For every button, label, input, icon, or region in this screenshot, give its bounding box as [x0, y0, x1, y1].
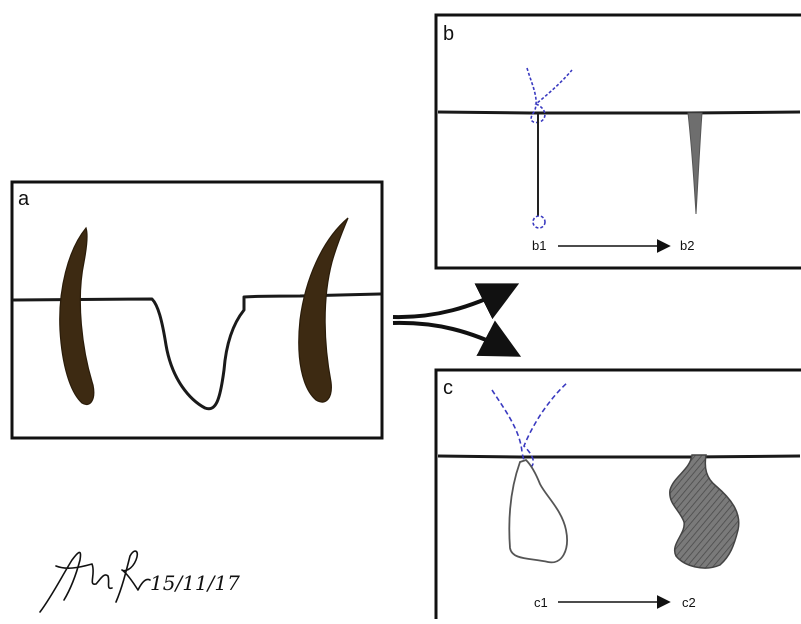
- panel-c-step-start: c1: [534, 595, 548, 610]
- panel-c-wound-c1: [508, 458, 568, 564]
- arrow-to-panel-b: [392, 283, 520, 320]
- panel-b-step-start: b1: [532, 238, 546, 253]
- panel-a: a: [10, 180, 384, 440]
- panel-a-hair-right: [298, 217, 349, 403]
- panel-b-label: b: [443, 23, 454, 45]
- signature: 15/11/17: [39, 550, 240, 613]
- panel-a-label: a: [18, 188, 30, 210]
- signature-date: 15/11/17: [150, 571, 240, 595]
- panel-c-label: c: [443, 377, 453, 399]
- panel-a-hair-left: [59, 226, 95, 406]
- panel-c: c c1 c2: [434, 368, 801, 624]
- panel-b-step-end: b2: [680, 238, 694, 253]
- arrow-to-panel-c: [392, 320, 522, 357]
- panel-a-skin-line: [12, 292, 382, 411]
- panel-b-suture-knot: [532, 215, 546, 229]
- signature-scribble: [39, 550, 151, 613]
- panel-b-skin-line: [437, 110, 801, 115]
- panel-b-frame: [434, 13, 801, 270]
- panel-b-scar-b2: [687, 112, 703, 215]
- panel-c-skin-line: [437, 454, 801, 459]
- panel-c-suture-thread: [491, 381, 569, 468]
- transition-arrows: [392, 283, 522, 357]
- panel-c-step-end: c2: [682, 595, 696, 610]
- panel-c-frame: [434, 368, 801, 624]
- panel-b: b b1 b2: [434, 13, 801, 270]
- panel-c-scar-c2: [669, 454, 740, 569]
- panel-b-suture-thread: [526, 67, 573, 124]
